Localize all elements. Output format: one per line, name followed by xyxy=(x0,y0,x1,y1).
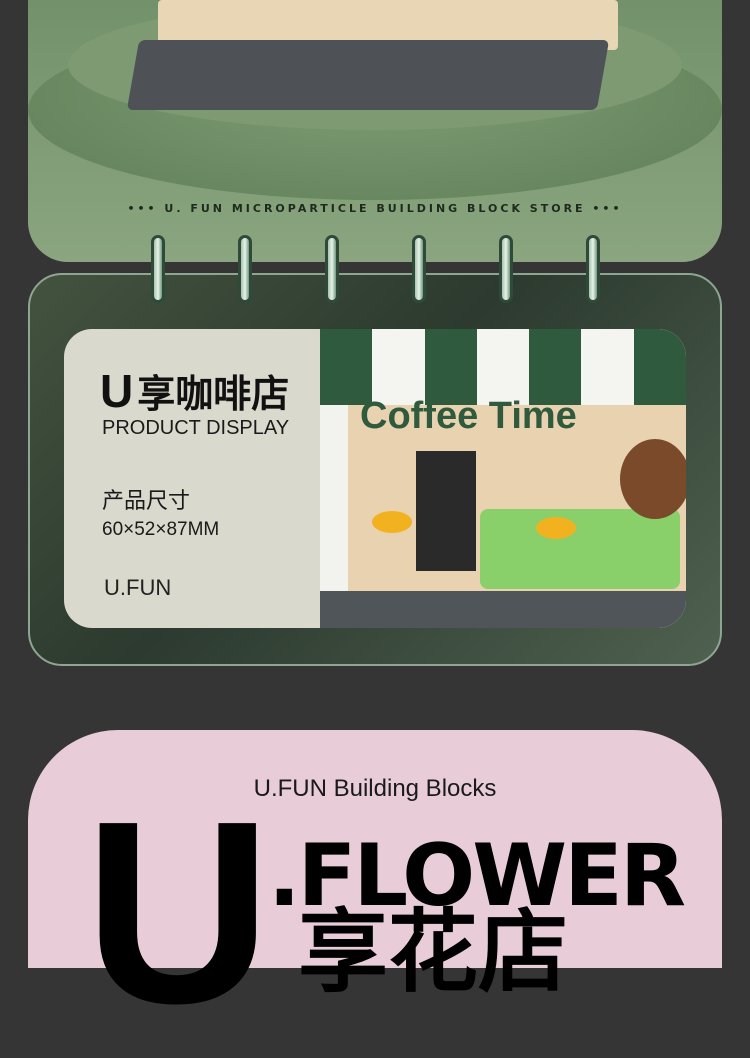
binder-ring-icon xyxy=(586,235,600,303)
store-tagline: ••• U. FUN MICROPARTICLE BUILDING BLOCK … xyxy=(127,202,623,215)
size-label: 产品尺寸 xyxy=(102,489,191,514)
size-value: 60×52×87MM xyxy=(102,519,220,540)
awning xyxy=(320,329,686,405)
shop-door xyxy=(416,451,476,571)
section-subtitle: U.FUN Building Blocks xyxy=(253,775,497,802)
binder-ring-icon xyxy=(412,235,426,303)
big-letter: U xyxy=(84,768,272,1058)
binder-ring-icon xyxy=(151,235,165,303)
product-subtitle: PRODUCT DISPLAY xyxy=(102,417,290,439)
headline-cn: 享花店 xyxy=(298,900,568,1005)
counter xyxy=(480,509,680,589)
next-section: U.FUN Building Blocks U .FLOWER 享花店 xyxy=(28,730,722,1058)
headline: .FLOWER xyxy=(268,826,686,926)
pillar xyxy=(320,405,348,628)
product-base-image xyxy=(126,40,610,110)
flower-icon xyxy=(536,517,576,539)
top-banner xyxy=(28,0,722,262)
binder-ring-icon xyxy=(325,235,339,303)
product-image: Coffee Time xyxy=(320,329,686,628)
binder-ring-icon xyxy=(499,235,513,303)
binder-ring-icon xyxy=(238,235,252,303)
bear-figure xyxy=(620,439,686,519)
flower-icon xyxy=(372,511,412,533)
base-plate xyxy=(320,591,686,628)
shop-sign: Coffee Time xyxy=(360,395,577,437)
brand-label: U.FUN xyxy=(104,575,172,600)
